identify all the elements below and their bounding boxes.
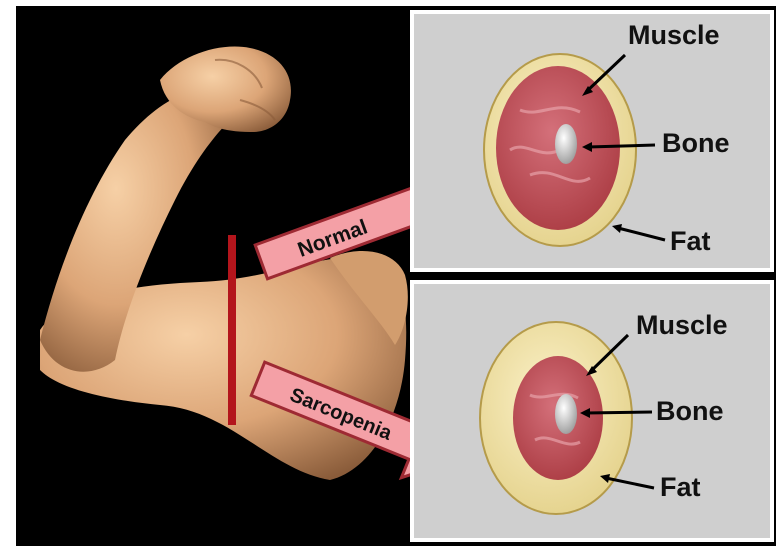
normal-bone-label: Bone — [662, 128, 730, 158]
normal-muscle-label: Muscle — [628, 20, 720, 50]
sarcopenia-bone-label: Bone — [656, 396, 724, 426]
sarcopenia-fat-label: Fat — [660, 472, 701, 502]
sarcopenia-cross-section-panel: Muscle Bone Fat — [412, 282, 772, 540]
sarcopenia-bone — [555, 394, 577, 434]
cross-section-cut-line — [228, 235, 236, 425]
normal-fat-label: Fat — [670, 226, 711, 256]
normal-cross-section-panel: Muscle Bone Fat — [412, 12, 772, 270]
normal-bone — [555, 124, 577, 164]
sarcopenia-muscle-label: Muscle — [636, 310, 728, 340]
